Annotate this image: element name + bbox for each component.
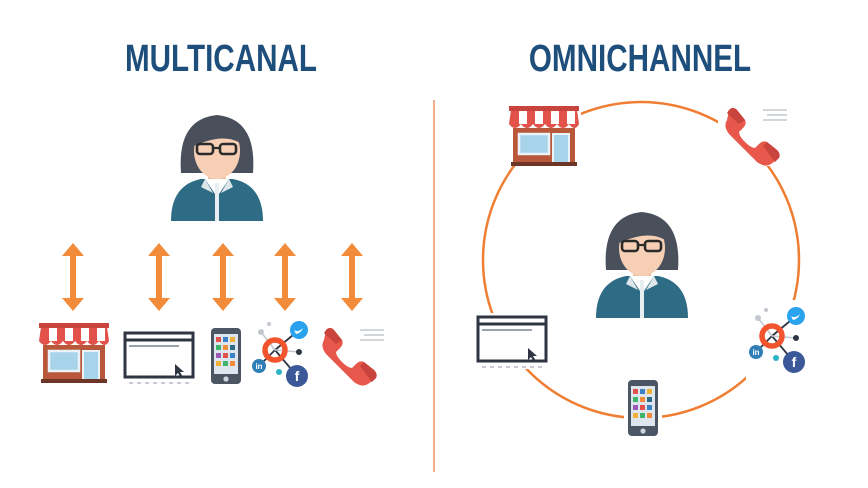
customer-person-icon-right bbox=[594, 210, 690, 320]
arrow-web bbox=[148, 243, 170, 311]
smartphone-icon-right bbox=[628, 380, 658, 436]
browser-window-icon-right bbox=[476, 315, 548, 369]
smartphone-icon-left bbox=[211, 328, 241, 384]
telephone-icon-left bbox=[321, 327, 385, 387]
arrow-store bbox=[62, 243, 84, 311]
customer-person-icon-left bbox=[169, 113, 265, 223]
store-icon-left bbox=[37, 321, 111, 385]
arrow-mobile bbox=[212, 243, 234, 311]
omnichannel-title: OMNICHANNEL bbox=[528, 38, 752, 80]
center-divider bbox=[433, 100, 435, 472]
store-icon-right bbox=[507, 104, 581, 168]
multicanal-title: MULTICANAL bbox=[124, 38, 318, 80]
arrow-social bbox=[274, 243, 296, 311]
social-network-icon-left bbox=[252, 321, 308, 387]
browser-window-icon-left bbox=[123, 331, 195, 385]
arrow-phone bbox=[341, 243, 363, 311]
